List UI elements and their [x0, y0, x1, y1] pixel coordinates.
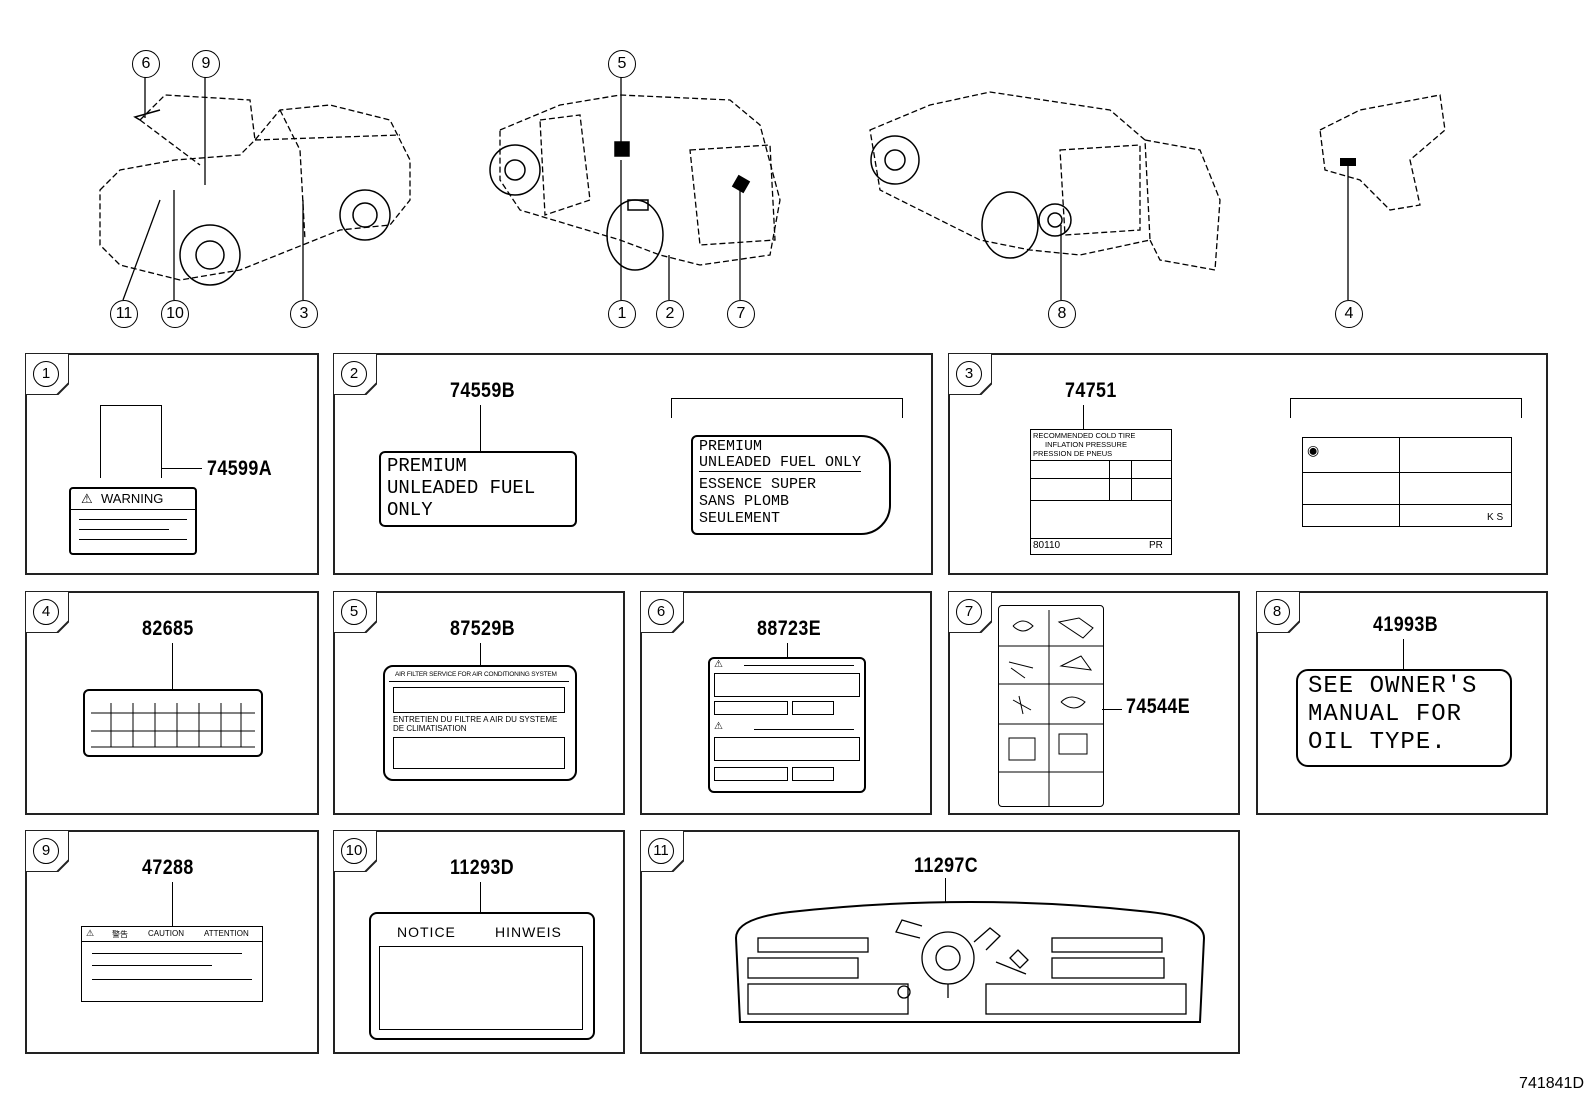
caution-triangle-icon: ⚠: [86, 928, 95, 938]
callout-5: 5: [608, 50, 636, 78]
canada-bracket: [671, 398, 903, 399]
panel-number: 9: [33, 838, 59, 864]
fuel-label-canada: PREMIUM UNLEADED FUEL ONLY ESSENCE SUPER…: [691, 435, 891, 535]
panel-7: 7 74544E: [948, 591, 1240, 815]
part-number: 41993B: [1373, 613, 1439, 636]
part-number: 74599A: [207, 457, 273, 480]
callout-1: 1: [608, 300, 636, 328]
warning-triangle-icon: ⚠: [81, 491, 93, 506]
tire-icon: ◉: [1307, 442, 1320, 458]
panel-5: 5 87529B AIR FILTER SERVICE FOR AIR COND…: [333, 591, 625, 815]
panel-number: 1: [33, 361, 59, 387]
panel-number-badge: 7: [948, 591, 992, 633]
vehicle-illustrations: 6 9 5 11 10 3 1 2 7 8 4: [0, 0, 1592, 340]
part-number: 74559B: [450, 379, 516, 402]
callout-4: 4: [1335, 300, 1363, 328]
fuse-grid: [91, 703, 255, 748]
panel-8: 8 41993B SEE OWNER'S MANUAL FOR OIL TYPE…: [1256, 591, 1548, 815]
oil-type-label: SEE OWNER'S MANUAL FOR OIL TYPE.: [1296, 669, 1512, 767]
caution-triangle-icon: ⚠: [714, 721, 723, 732]
panel-9: 9 47288 ⚠ 警告 CAUTION ATTENTION: [25, 830, 319, 1054]
part-number: 74544E: [1126, 695, 1191, 718]
vehicle-drawings: [99, 76, 1446, 301]
panel-number-badge: 10: [333, 830, 377, 872]
panel-number-badge: 4: [25, 591, 69, 633]
panel-number: 10: [341, 838, 367, 864]
panel-3: 3 74751 RECOMMENDED COLD TIRE INFLATION …: [948, 353, 1548, 575]
panel-1: 1 74599A ⚠ WARNING: [25, 353, 319, 575]
panel-4: 4 82685: [25, 591, 319, 815]
warning-label: ⚠ WARNING: [69, 487, 197, 555]
part-number: 11293D: [450, 856, 515, 879]
leader-line: [162, 468, 202, 469]
caution-label: ⚠ ⚠: [708, 657, 866, 793]
panel-number-badge: 5: [333, 591, 377, 633]
panel-number-badge: 6: [640, 591, 684, 633]
callout-11: 11: [110, 300, 138, 328]
panel-number: 2: [341, 361, 367, 387]
panel-number: 11: [648, 838, 674, 864]
panel-10: 10 11293D NOTICE HINWEIS: [333, 830, 625, 1054]
panel-number: 6: [648, 599, 674, 625]
panel-number: 8: [1264, 599, 1290, 625]
callout-6: 6: [132, 50, 160, 78]
callout-10: 10: [161, 300, 189, 328]
panel-number-badge: 11: [640, 830, 684, 872]
tire-pressure-label: RECOMMENDED COLD TIRE INFLATION PRESSURE…: [1030, 429, 1172, 555]
panel-11: 11 11297C: [640, 830, 1240, 1054]
panel-number: 3: [956, 361, 982, 387]
panel-number: 5: [341, 599, 367, 625]
canada-bracket: [1290, 398, 1522, 399]
part-number: 47288: [142, 856, 194, 879]
label-backing: [100, 405, 162, 478]
panel-number-badge: 8: [1256, 591, 1300, 633]
air-filter-label: AIR FILTER SERVICE FOR AIR CONDITIONING …: [383, 665, 577, 781]
panel-number-badge: 1: [25, 353, 69, 395]
part-number: 82685: [142, 617, 194, 640]
callout-2: 2: [656, 300, 684, 328]
part-number: 88723E: [757, 617, 822, 640]
notice-label: NOTICE HINWEIS: [369, 912, 595, 1040]
panel-6: 6 88723E ⚠ ⚠: [640, 591, 932, 815]
callout-9: 9: [192, 50, 220, 78]
panel-number: 7: [956, 599, 982, 625]
jack-pictograms: [999, 610, 1103, 806]
fuse-label: [83, 689, 263, 757]
part-number: 87529B: [450, 617, 516, 640]
panel-2: 2 74559B PREMIUM UNLEADED FUEL ONLY PREM…: [333, 353, 933, 575]
callout-3: 3: [290, 300, 318, 328]
tire-pressure-label-canada: ◉ K S: [1302, 437, 1512, 527]
jack-instructions-label: [998, 605, 1104, 807]
panel-number: 4: [33, 599, 59, 625]
panel-number-badge: 9: [25, 830, 69, 872]
part-number: 74751: [1065, 379, 1117, 402]
part-number: 11297C: [914, 854, 979, 877]
diagram-id: 741841D: [1519, 1075, 1584, 1092]
warning-text: WARNING: [101, 491, 164, 506]
panel-number-badge: 2: [333, 353, 377, 395]
fuel-filter-label: [734, 901, 1206, 1023]
caution-label-engine: ⚠ 警告 CAUTION ATTENTION: [81, 926, 263, 1002]
caution-triangle-icon: ⚠: [714, 659, 723, 670]
callout-8: 8: [1048, 300, 1076, 328]
callout-7: 7: [727, 300, 755, 328]
fuel-label-us: PREMIUM UNLEADED FUEL ONLY: [379, 451, 577, 527]
panel-number-badge: 3: [948, 353, 992, 395]
